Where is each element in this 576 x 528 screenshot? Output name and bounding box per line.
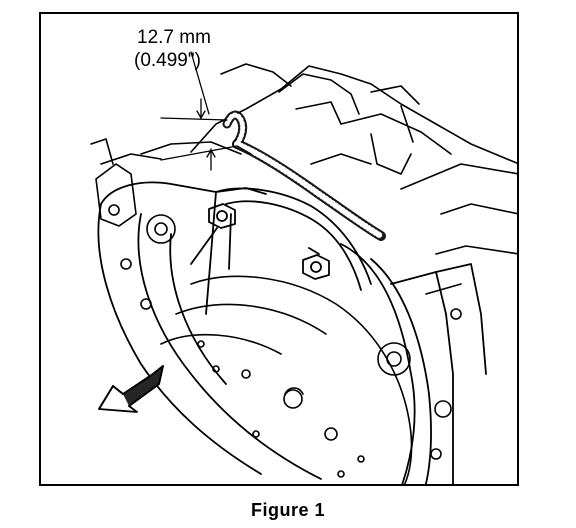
seal-retainer-plate — [205, 187, 372, 315]
left-mounting-bracket — [90, 138, 137, 227]
retainer-bolt-upper — [190, 203, 236, 265]
housing-bolt-holes — [120, 214, 462, 460]
direction-arrow-icon — [98, 365, 164, 413]
dimension-metric-label: 12.7 mm — [137, 27, 211, 48]
retainer-bolt-lower — [302, 247, 330, 280]
bell-housing-flange — [97, 181, 487, 484]
sealant-bead — [222, 110, 386, 241]
figure-frame: 12.7 mm (0.499") — [39, 12, 519, 486]
dimension-imperial-label: (0.499") — [134, 50, 201, 71]
engine-block-illustration — [90, 51, 517, 484]
engine-block-outline — [100, 63, 517, 295]
figure-caption: Figure 1 — [250, 500, 325, 520]
dimension-lines — [160, 51, 252, 171]
flexplate — [160, 275, 413, 484]
